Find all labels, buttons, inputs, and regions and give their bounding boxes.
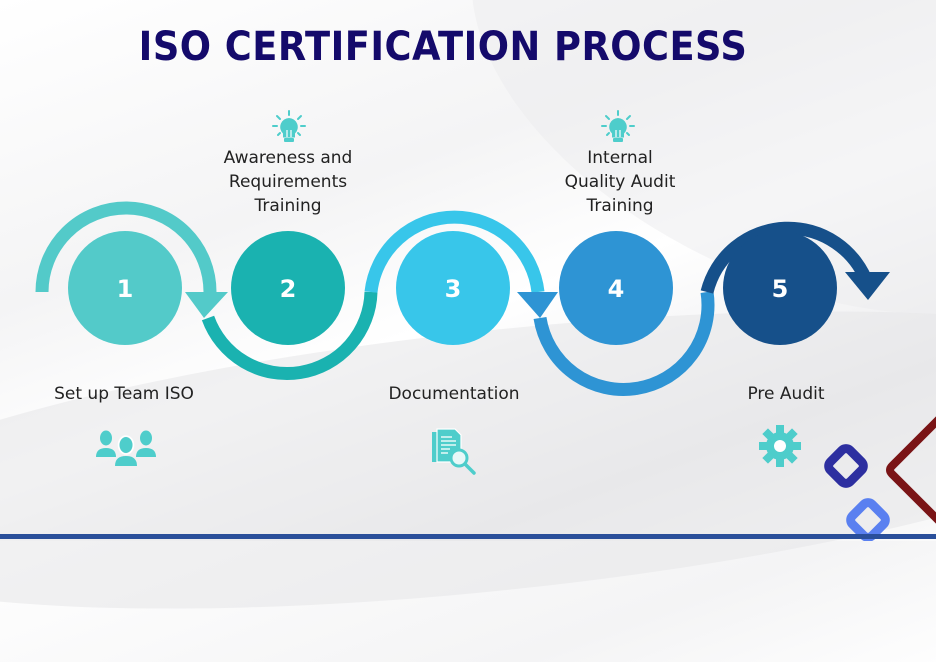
step-2-label-line: Awareness and (223, 148, 353, 168)
decor-diamond-navy (824, 444, 868, 488)
arrowhead-5 (845, 272, 890, 300)
flow-arc-3 (364, 210, 545, 293)
page-title: ISO CERTIFICATION PROCESS (138, 24, 748, 70)
decor-diamond-blue (846, 498, 890, 541)
flow-arc-4 (533, 291, 715, 396)
step-1-label: Set up Team ISO (54, 384, 194, 404)
step-1-circle: 1 (68, 231, 182, 345)
flow-arc-5 (700, 221, 875, 294)
step-4-label-line: Quality Audit (564, 172, 676, 192)
svg-text:2: 2 (280, 275, 297, 303)
step-4-label-line: Training (586, 196, 654, 216)
step-2-circle: 2 (231, 231, 345, 345)
lightbulb-icon (601, 110, 635, 142)
step-4-circle: 4 (559, 231, 673, 345)
gear-icon (759, 425, 801, 467)
svg-text:5: 5 (772, 275, 789, 303)
lightbulb-icon (272, 110, 306, 142)
step-3-label: Documentation (388, 384, 520, 404)
flow-arc-1 (35, 201, 217, 293)
step-5-label: Pre Audit (747, 384, 825, 404)
arrowhead-3 (517, 292, 558, 318)
process-diagram: 1 2 3 4 5 (35, 201, 890, 396)
team-icon (96, 430, 156, 466)
corner-decoration (824, 416, 936, 541)
step-2-label-line: Training (254, 196, 322, 216)
step-4-label: Internal Quality Audit Training (530, 146, 710, 218)
svg-text:4: 4 (608, 275, 625, 303)
step-5-circle: 5 (723, 231, 837, 345)
arrowhead-1 (185, 292, 228, 318)
step-2-label-line: Requirements (228, 172, 348, 192)
step-2-label: Awareness and Requirements Training (198, 146, 378, 218)
step-4-label-line: Internal (587, 148, 653, 168)
flow-arc-2 (201, 291, 378, 381)
step-3-circle: 3 (396, 231, 510, 345)
document-search-icon (432, 428, 476, 475)
svg-text:1: 1 (117, 275, 134, 303)
svg-text:3: 3 (445, 275, 462, 303)
decor-chevron-maroon (886, 416, 936, 524)
bottom-bar (0, 534, 936, 539)
